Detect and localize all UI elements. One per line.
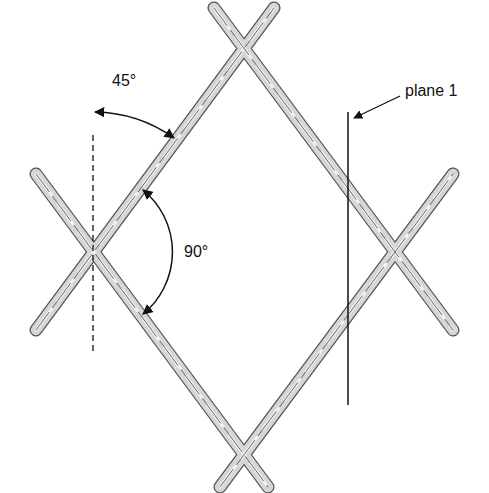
reference-dashed-line [92, 135, 93, 355]
angle-label: 45° [112, 72, 136, 90]
leader-arrow [354, 96, 400, 118]
plane-line [347, 112, 349, 405]
wire-mesh [36, 8, 453, 487]
angle-arc [143, 190, 172, 314]
plane-label: plane 1 [405, 82, 458, 100]
angle-arc [95, 112, 174, 138]
angle-label: 90° [184, 243, 208, 261]
